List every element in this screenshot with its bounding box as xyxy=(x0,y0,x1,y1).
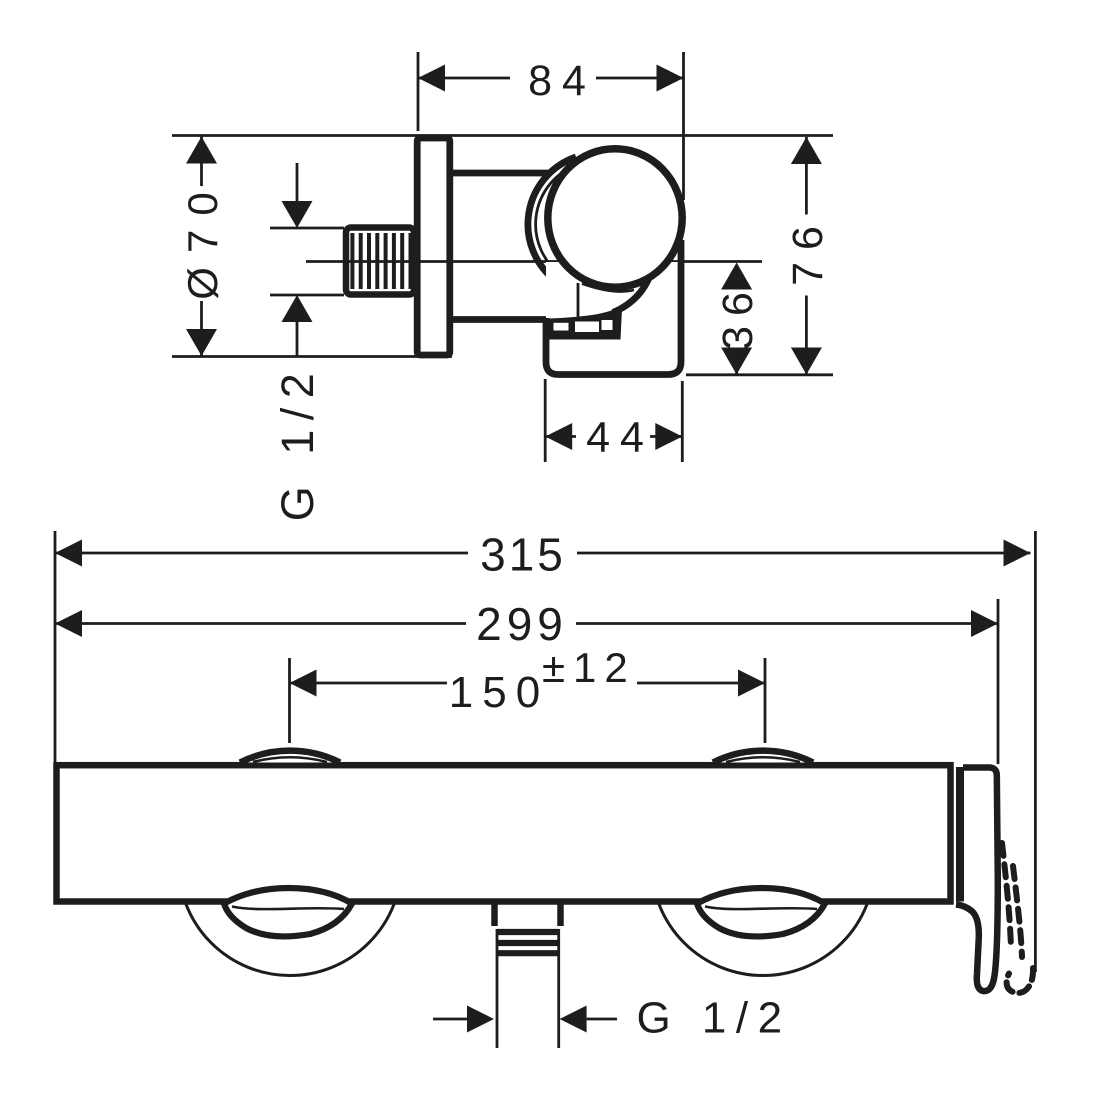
svg-text:84: 84 xyxy=(528,57,596,105)
svg-text:G 1/2: G 1/2 xyxy=(272,364,323,522)
svg-text:36: 36 xyxy=(714,282,762,350)
svg-text:G 1/2: G 1/2 xyxy=(636,994,791,1043)
svg-text:315: 315 xyxy=(480,529,566,581)
svg-text:150: 150 xyxy=(449,668,549,717)
svg-text:76: 76 xyxy=(784,214,832,286)
svg-text:44: 44 xyxy=(586,414,654,462)
svg-text:±12: ±12 xyxy=(542,644,636,691)
svg-text:Ø70: Ø70 xyxy=(179,178,226,299)
svg-text:299: 299 xyxy=(476,598,568,650)
